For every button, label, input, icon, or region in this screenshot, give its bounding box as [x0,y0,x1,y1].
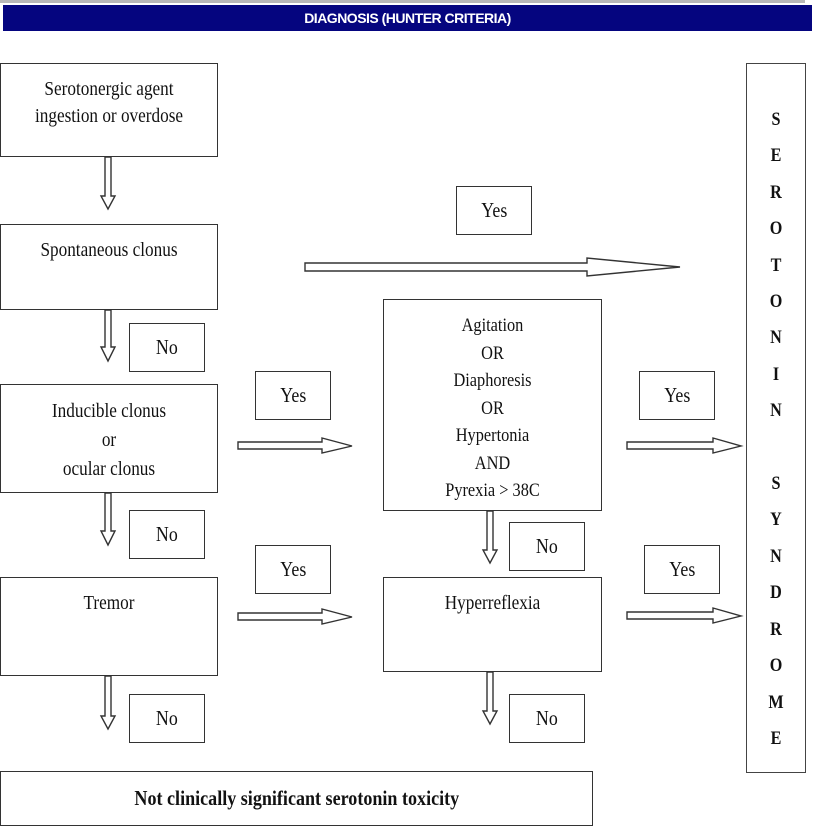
arrow-right-symptoms-to-outcome [626,437,744,454]
outcome-letter: O [769,291,783,313]
outcome-letter: M [768,691,784,713]
node-text: ocular clonus [62,458,156,480]
node-inducible-clonus: Inducible clonus or ocular clonus [0,384,218,493]
node-autonomic-symptoms: Agitation OR Diaphoresis OR Hypertonia A… [383,299,602,511]
label-text: No [156,522,178,546]
label-text: Yes [481,198,507,222]
outcome-letter: E [770,727,782,749]
top-rule [0,0,805,3]
node-text: Inducible clonus [51,400,167,422]
node-text: Agitation [461,315,524,336]
node-spontaneous-clonus: Spontaneous clonus [0,224,218,310]
node-tremor: Tremor [0,577,218,676]
outcome-letter: R [770,181,782,203]
label-text: No [536,534,558,558]
label-text: No [536,706,558,730]
outcome-letter: N [770,400,782,422]
arrow-down-tremor-to-not-significant [99,675,117,731]
arrow-right-spontaneous-to-outcome [304,257,681,277]
outcome-letter: S [771,473,781,495]
outcome-letter: O [769,218,783,240]
node-text: Serotonergic agent [44,78,174,100]
node-text: OR [481,397,504,419]
label-yes-inducible: Yes [255,371,331,420]
outcome-letter: N [770,545,782,567]
label-yes-spontaneous: Yes [456,186,532,235]
arrow-down-start-to-spontaneous [99,156,117,211]
node-serotonergic-ingestion: Serotonergic agent ingestion or overdose [0,63,218,157]
label-text: Yes [664,383,690,407]
label-no-tremor: No [129,694,205,743]
node-not-clinically-significant: Not clinically significant serotonin tox… [0,771,593,826]
node-text: Pyrexia > 38C [445,480,540,501]
node-text: Hyperreflexia [444,592,541,614]
label-yes-tremor: Yes [255,545,331,594]
node-text: OR [481,342,504,364]
node-text: or [101,429,117,451]
arrow-down-inducible-to-tremor [99,492,117,547]
arrow-right-inducible-to-symptoms [237,437,353,454]
outcome-letter: T [770,254,782,276]
outcome-letter: R [770,618,782,640]
node-text: Spontaneous clonus [40,239,178,261]
label-yes-hyperreflexia: Yes [644,545,720,594]
arrow-right-hyperreflexia-to-outcome [626,607,744,624]
label-no-hyperreflexia: No [509,694,585,743]
page-title: DIAGNOSIS (HUNTER CRITERIA) [3,5,812,31]
label-no-spontaneous: No [129,323,205,372]
node-text: AND [474,452,511,474]
node-text: ingestion or overdose [34,105,184,127]
label-text: Yes [280,383,306,407]
outcome-letter: Y [770,509,782,531]
label-no-inducible: No [129,510,205,559]
node-text: Tremor [83,592,135,614]
label-text: Yes [280,557,306,581]
node-text: Not clinically significant serotonin tox… [134,786,459,810]
node-text: Diaphoresis [453,370,532,391]
arrow-down-symptoms-to-hyperreflexia [481,510,499,565]
label-no-symptoms: No [509,522,585,571]
outcome-letter [751,430,800,466]
label-text: No [156,335,178,359]
outcome-letter: O [769,655,783,677]
arrow-down-hyperreflexia-to-not-significant [481,671,499,726]
arrow-down-spontaneous-to-inducible [99,309,117,363]
label-text: Yes [669,557,695,581]
label-yes-symptoms: Yes [639,371,715,420]
outcome-letter: S [771,109,781,130]
node-hyperreflexia: Hyperreflexia [383,577,602,672]
label-text: No [156,706,178,730]
outcome-letter: E [770,145,782,167]
outcome-letter: I [772,363,780,385]
outcome-letter: D [770,582,782,604]
outcome-letter: N [770,327,782,349]
arrow-right-tremor-to-hyperreflexia [237,608,353,625]
page-title-text: DIAGNOSIS (HUNTER CRITERIA) [304,10,511,26]
node-text: Hypertonia [455,425,530,446]
